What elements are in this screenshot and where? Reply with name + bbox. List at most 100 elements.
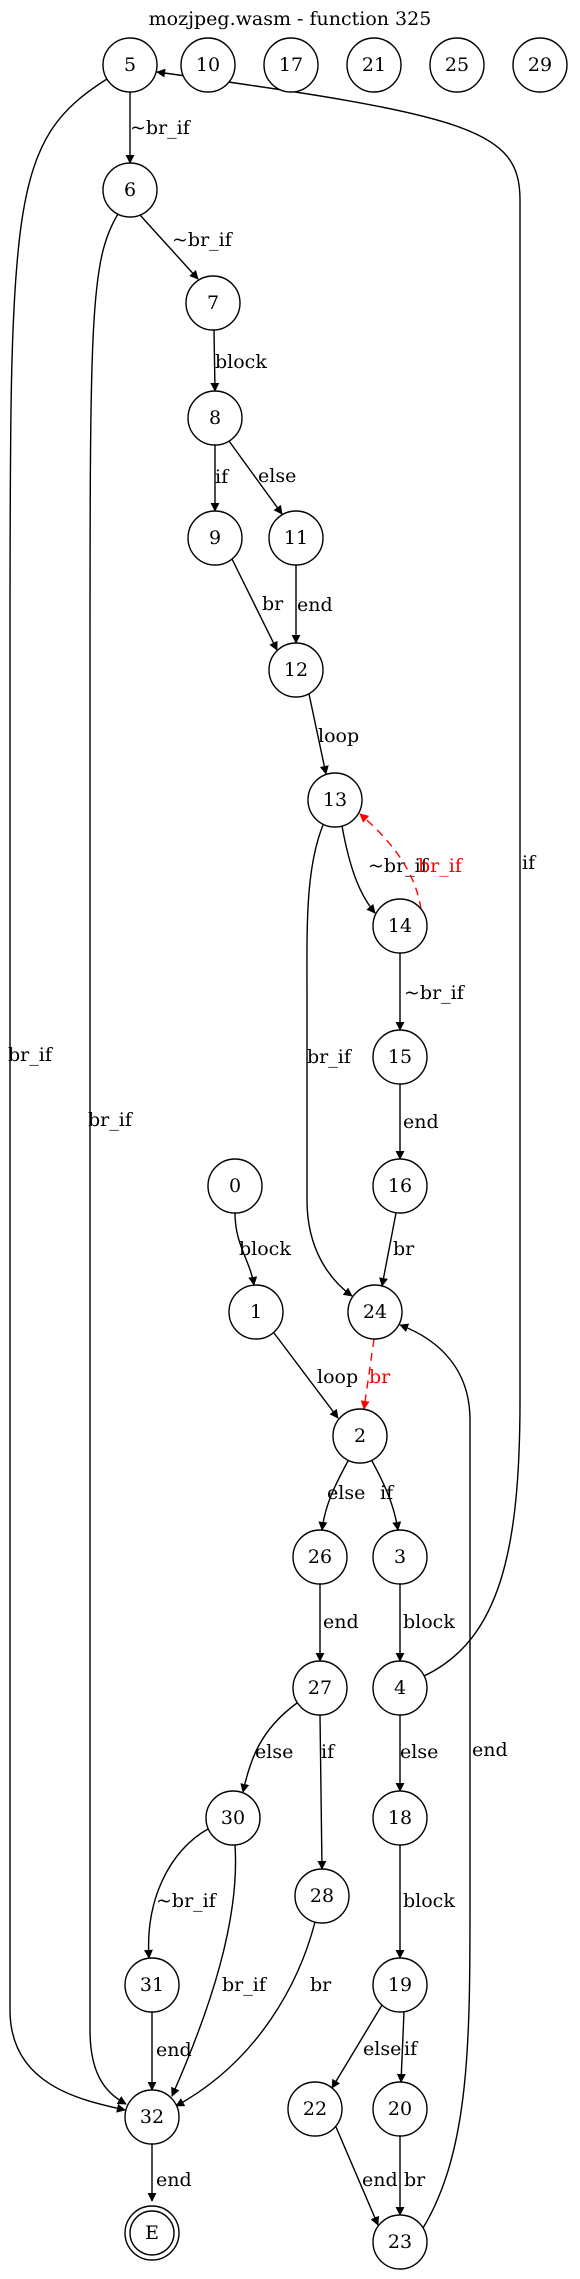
edge-label: if	[380, 1482, 395, 1504]
node-7: 7	[185, 275, 241, 331]
node-3: 3	[372, 1529, 428, 1585]
node-5: 5	[102, 37, 158, 93]
edge-19-to-22: else	[331, 2004, 401, 2089]
node-label: 30	[221, 1807, 245, 1829]
node-circle	[372, 1029, 428, 1085]
node-label: 29	[528, 54, 552, 76]
node-circle	[372, 898, 428, 954]
edge-19-to-20: if	[396, 2011, 419, 2083]
edge-line	[306, 824, 353, 1297]
edge-0-to-1: block	[234, 1212, 291, 1286]
edge-label: end	[156, 2039, 192, 2061]
node-23: 23	[372, 2214, 428, 2270]
node-circle	[372, 1529, 428, 1585]
node-label: 9	[209, 527, 221, 549]
node-14: 14	[372, 898, 428, 954]
edge-line	[308, 693, 329, 775]
node-label: E	[145, 2222, 159, 2244]
edge-label: ~br_if	[404, 982, 466, 1004]
edge-label: br	[369, 1366, 391, 1388]
node-circle	[102, 37, 158, 93]
node-circle	[268, 642, 324, 698]
node-4: 4	[372, 1660, 428, 1716]
edge-15-to-16: end	[395, 1084, 439, 1160]
edge-2-to-3: if	[371, 1460, 402, 1531]
node-11: 11	[268, 510, 324, 566]
node-circle	[429, 37, 485, 93]
node-label: 1	[250, 1301, 262, 1323]
edge-label: br	[393, 1238, 415, 1260]
edge-label: br	[262, 593, 284, 615]
node-label: 28	[310, 1885, 334, 1907]
node-circle	[292, 1529, 348, 1585]
edge-label: if	[522, 852, 537, 874]
node-1: 1	[228, 1284, 284, 1340]
edge-7-to-8: block	[210, 329, 267, 392]
node-circle	[207, 1158, 263, 1214]
edge-line	[379, 1212, 397, 1287]
edge-8-to-11: else	[228, 440, 296, 515]
node-label: 18	[388, 1807, 412, 1829]
edge-13-to-14: ~br_if	[341, 825, 430, 914]
node-13: 13	[307, 772, 363, 828]
node-circle	[346, 37, 402, 93]
edge-14-to-13: br_if	[359, 813, 464, 910]
edge-line	[171, 1844, 237, 2097]
edge-12-to-13: loop	[308, 693, 359, 775]
node-25: 25	[429, 37, 485, 93]
node-circle	[187, 510, 243, 566]
edge-label: end	[403, 1111, 439, 1133]
edge-label: if	[321, 1741, 336, 1763]
node-label: 31	[140, 1974, 164, 1996]
node-8: 8	[187, 390, 243, 446]
edge-line	[359, 813, 422, 910]
node-circle	[185, 275, 241, 331]
edge-16-to-24: br	[379, 1212, 415, 1287]
edge-30-to-32: br_if	[171, 1844, 268, 2097]
node-label: 12	[284, 659, 308, 681]
edge-5-to-6: ~br_if	[125, 92, 192, 164]
edge-30-to-31: ~br_if	[143, 1828, 218, 1959]
edge-label: if	[215, 466, 230, 488]
edge-27-to-28: if	[317, 1714, 336, 1870]
node-31: 31	[124, 1957, 180, 2013]
node-circle	[332, 1408, 388, 1464]
edge-label: loop	[317, 1366, 358, 1388]
edge-label: ~br_if	[172, 229, 234, 251]
edge-label: else	[255, 1741, 293, 1763]
node-26: 26	[292, 1529, 348, 1585]
edge-32-to-E: end	[147, 2144, 192, 2202]
edge-label: br_if	[8, 1044, 54, 1066]
edge-label: ~br_if	[156, 1890, 218, 1912]
node-19: 19	[372, 1957, 428, 2013]
edge-27-to-30: else	[240, 1702, 298, 1793]
node-29: 29	[512, 37, 568, 93]
node-label: 20	[388, 2098, 412, 2120]
edge-6-to-7: ~br_if	[139, 214, 234, 280]
edge-4-to-5: if	[156, 68, 537, 1677]
edge-label: end	[362, 2169, 398, 2191]
edge-line	[341, 825, 376, 914]
node-9: 9	[187, 510, 243, 566]
node-circle	[205, 1790, 261, 1846]
edge-label: br_if	[222, 1974, 268, 1996]
node-circle	[372, 2081, 428, 2137]
node-label: 4	[394, 1677, 406, 1699]
edge-11-to-12: end	[291, 565, 333, 644]
node-circle	[292, 1660, 348, 1716]
edge-line	[335, 2126, 379, 2226]
edge-line	[234, 1212, 258, 1286]
node-28: 28	[294, 1868, 350, 1924]
edge-18-to-19: block	[395, 1845, 455, 1959]
edge-26-to-27: end	[315, 1584, 359, 1662]
node-label: 23	[388, 2231, 412, 2253]
node-circle	[124, 2089, 180, 2145]
edge-line	[240, 1702, 298, 1793]
edge-line	[9, 78, 126, 2113]
edge-label: br_if	[88, 1109, 134, 1131]
edge-line	[360, 1338, 375, 1410]
edge-label: br_if	[307, 1046, 353, 1068]
node-label: 19	[388, 1974, 412, 1996]
